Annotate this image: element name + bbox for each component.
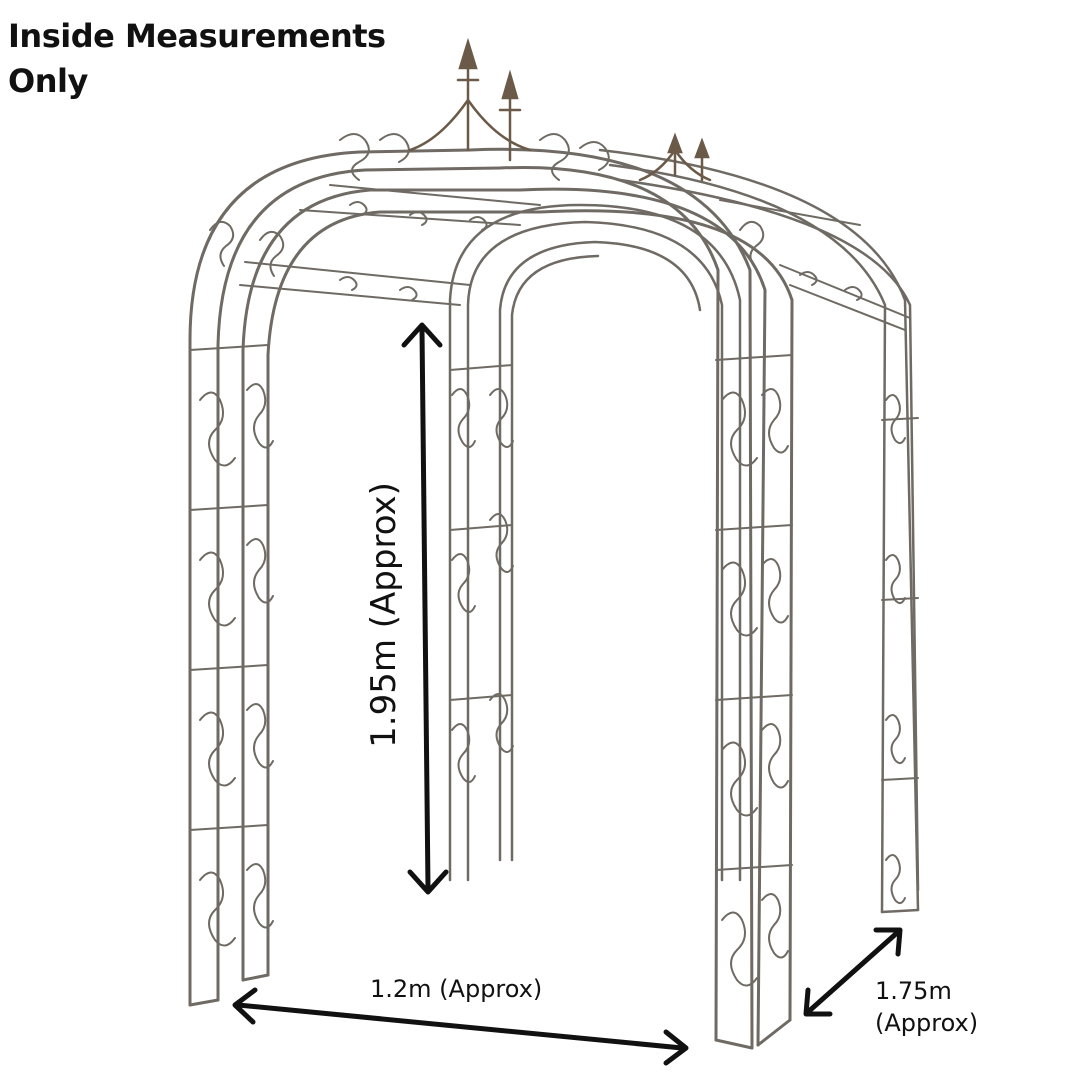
side-rungs	[189, 344, 919, 871]
height-dimension-label: 1.95m (Approx)	[364, 482, 404, 748]
heading-line-2: Only	[8, 62, 88, 100]
depth-value: 1.75m	[875, 977, 952, 1005]
scroll-decorations	[199, 133, 906, 987]
depth-approx: (Approx)	[875, 1009, 979, 1037]
far-right-arch	[598, 148, 920, 914]
arch-frame	[188, 37, 920, 1050]
height-arrow	[401, 322, 449, 895]
rear-arch	[448, 203, 742, 882]
depth-dimension-label: 1.75m (Approx)	[875, 975, 978, 1039]
dimension-arrows	[232, 322, 903, 1066]
measurements-heading: Inside Measurements Only	[8, 14, 386, 104]
heading-line-1: Inside Measurements	[8, 17, 386, 55]
right-arch	[468, 147, 794, 1050]
width-arrow	[232, 987, 689, 1066]
roof-rungs	[239, 184, 911, 331]
width-dimension-label: 1.2m (Approx)	[370, 975, 543, 1003]
depth-arrow	[803, 927, 903, 1017]
finials	[408, 37, 712, 182]
